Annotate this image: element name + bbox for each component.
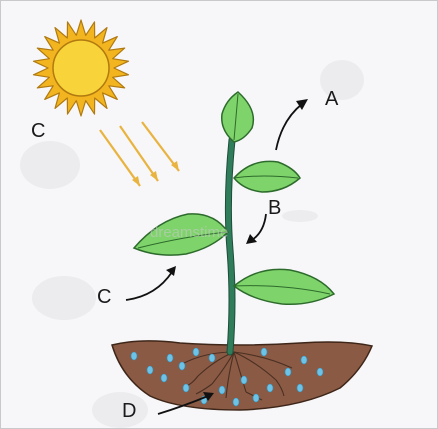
arrow-a bbox=[276, 104, 302, 150]
label-c-leaf: C bbox=[97, 287, 111, 307]
sun-icon bbox=[34, 20, 129, 116]
label-b: B bbox=[268, 198, 281, 218]
arrow-b bbox=[252, 214, 266, 240]
plant-stem bbox=[228, 118, 238, 352]
light-rays bbox=[100, 122, 179, 186]
arrow-b-head bbox=[246, 234, 257, 244]
label-a: A bbox=[325, 89, 338, 109]
arrow-c bbox=[126, 272, 172, 300]
label-c-sun: C bbox=[31, 121, 45, 141]
soil-mound bbox=[112, 341, 372, 410]
label-d: D bbox=[122, 401, 136, 421]
watermark: dreamstime bbox=[150, 224, 228, 241]
